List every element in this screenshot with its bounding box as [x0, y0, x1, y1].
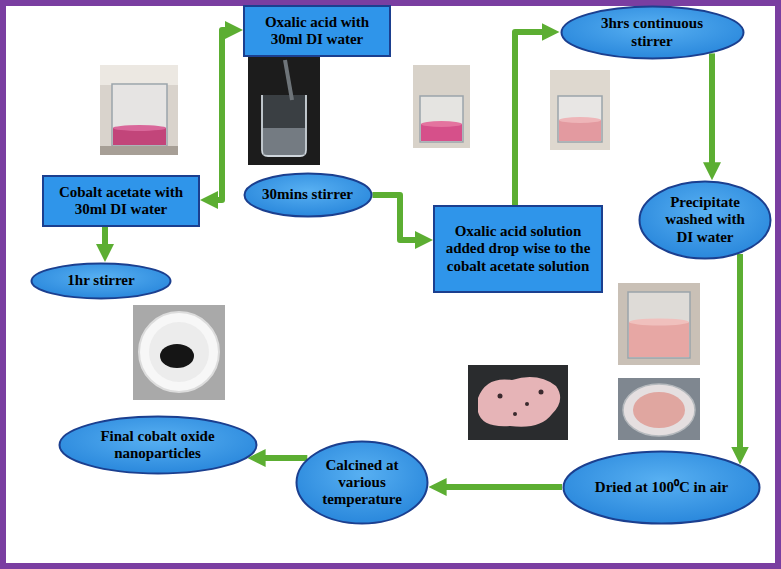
flow-arrow: [439, 484, 562, 490]
photo-mixed-beaker: [413, 65, 470, 148]
step-label: Dried at 100⁰C in air: [590, 479, 733, 496]
step-text: Calcined at various temperature: [314, 457, 410, 509]
step-text: Oxalic acid with 30ml DI water: [250, 14, 384, 49]
photo-dried-dish: [618, 378, 700, 440]
flow-arrow: [258, 455, 308, 461]
step-box: Oxalic acid solution added drop wise to …: [433, 205, 603, 293]
flow-arrow: [373, 195, 424, 240]
step-label: 1hr stirrer: [50, 272, 152, 289]
photo-stirred-beaker: [550, 70, 610, 150]
step-ellipse: Dried at 100⁰C in air: [562, 450, 761, 525]
flow-arrow: [709, 53, 715, 170]
photo-cobalt-beaker: [100, 65, 178, 155]
step-label: 3hrs continuous stirrer: [586, 15, 719, 50]
photo-calcined-powder: [468, 365, 568, 440]
step-label: Precipitate washed with DI water: [657, 194, 753, 246]
step-text: Cobalt acetate with 30ml DI water: [49, 184, 193, 219]
step-ellipse: Calcined at various temperature: [295, 440, 429, 525]
step-ellipse: 3hrs continuous stirrer: [560, 5, 745, 60]
step-label: Oxalic acid with 30ml DI water: [250, 14, 384, 49]
step-label: Final cobalt oxide nanoparticles: [86, 428, 230, 463]
step-text: Oxalic acid solution added drop wise to …: [440, 223, 596, 275]
step-text: Final cobalt oxide nanoparticles: [86, 428, 230, 463]
photo-final-crucible: [133, 305, 225, 400]
photo-oxalic-beaker: [248, 55, 320, 165]
step-ellipse: Final cobalt oxide nanoparticles: [58, 415, 258, 475]
step-label: Calcined at various temperature: [314, 457, 410, 509]
step-box: Oxalic acid with 30ml DI water: [243, 5, 391, 57]
step-text: Dried at 100⁰C in air: [590, 479, 733, 496]
flow-arrow: [515, 32, 550, 205]
step-ellipse: Precipitate washed with DI water: [638, 180, 772, 260]
step-label: 30mins stirrer: [261, 186, 354, 203]
step-ellipse: 30mins stirrer: [243, 172, 373, 218]
step-text: 1hr stirrer: [50, 272, 152, 289]
flow-arrow: [210, 30, 233, 200]
flow-arrow: [102, 227, 108, 252]
step-ellipse: 1hr stirrer: [30, 262, 172, 300]
step-label: Cobalt acetate with 30ml DI water: [49, 184, 193, 219]
flow-arrow: [737, 254, 743, 454]
step-text: 3hrs continuous stirrer: [586, 15, 719, 50]
photo-precipitate-beaker: [618, 283, 700, 365]
step-label: Oxalic acid solution added drop wise to …: [440, 223, 596, 275]
step-box: Cobalt acetate with 30ml DI water: [42, 175, 200, 227]
step-text: Precipitate washed with DI water: [657, 194, 753, 246]
step-text: 30mins stirrer: [261, 186, 354, 203]
